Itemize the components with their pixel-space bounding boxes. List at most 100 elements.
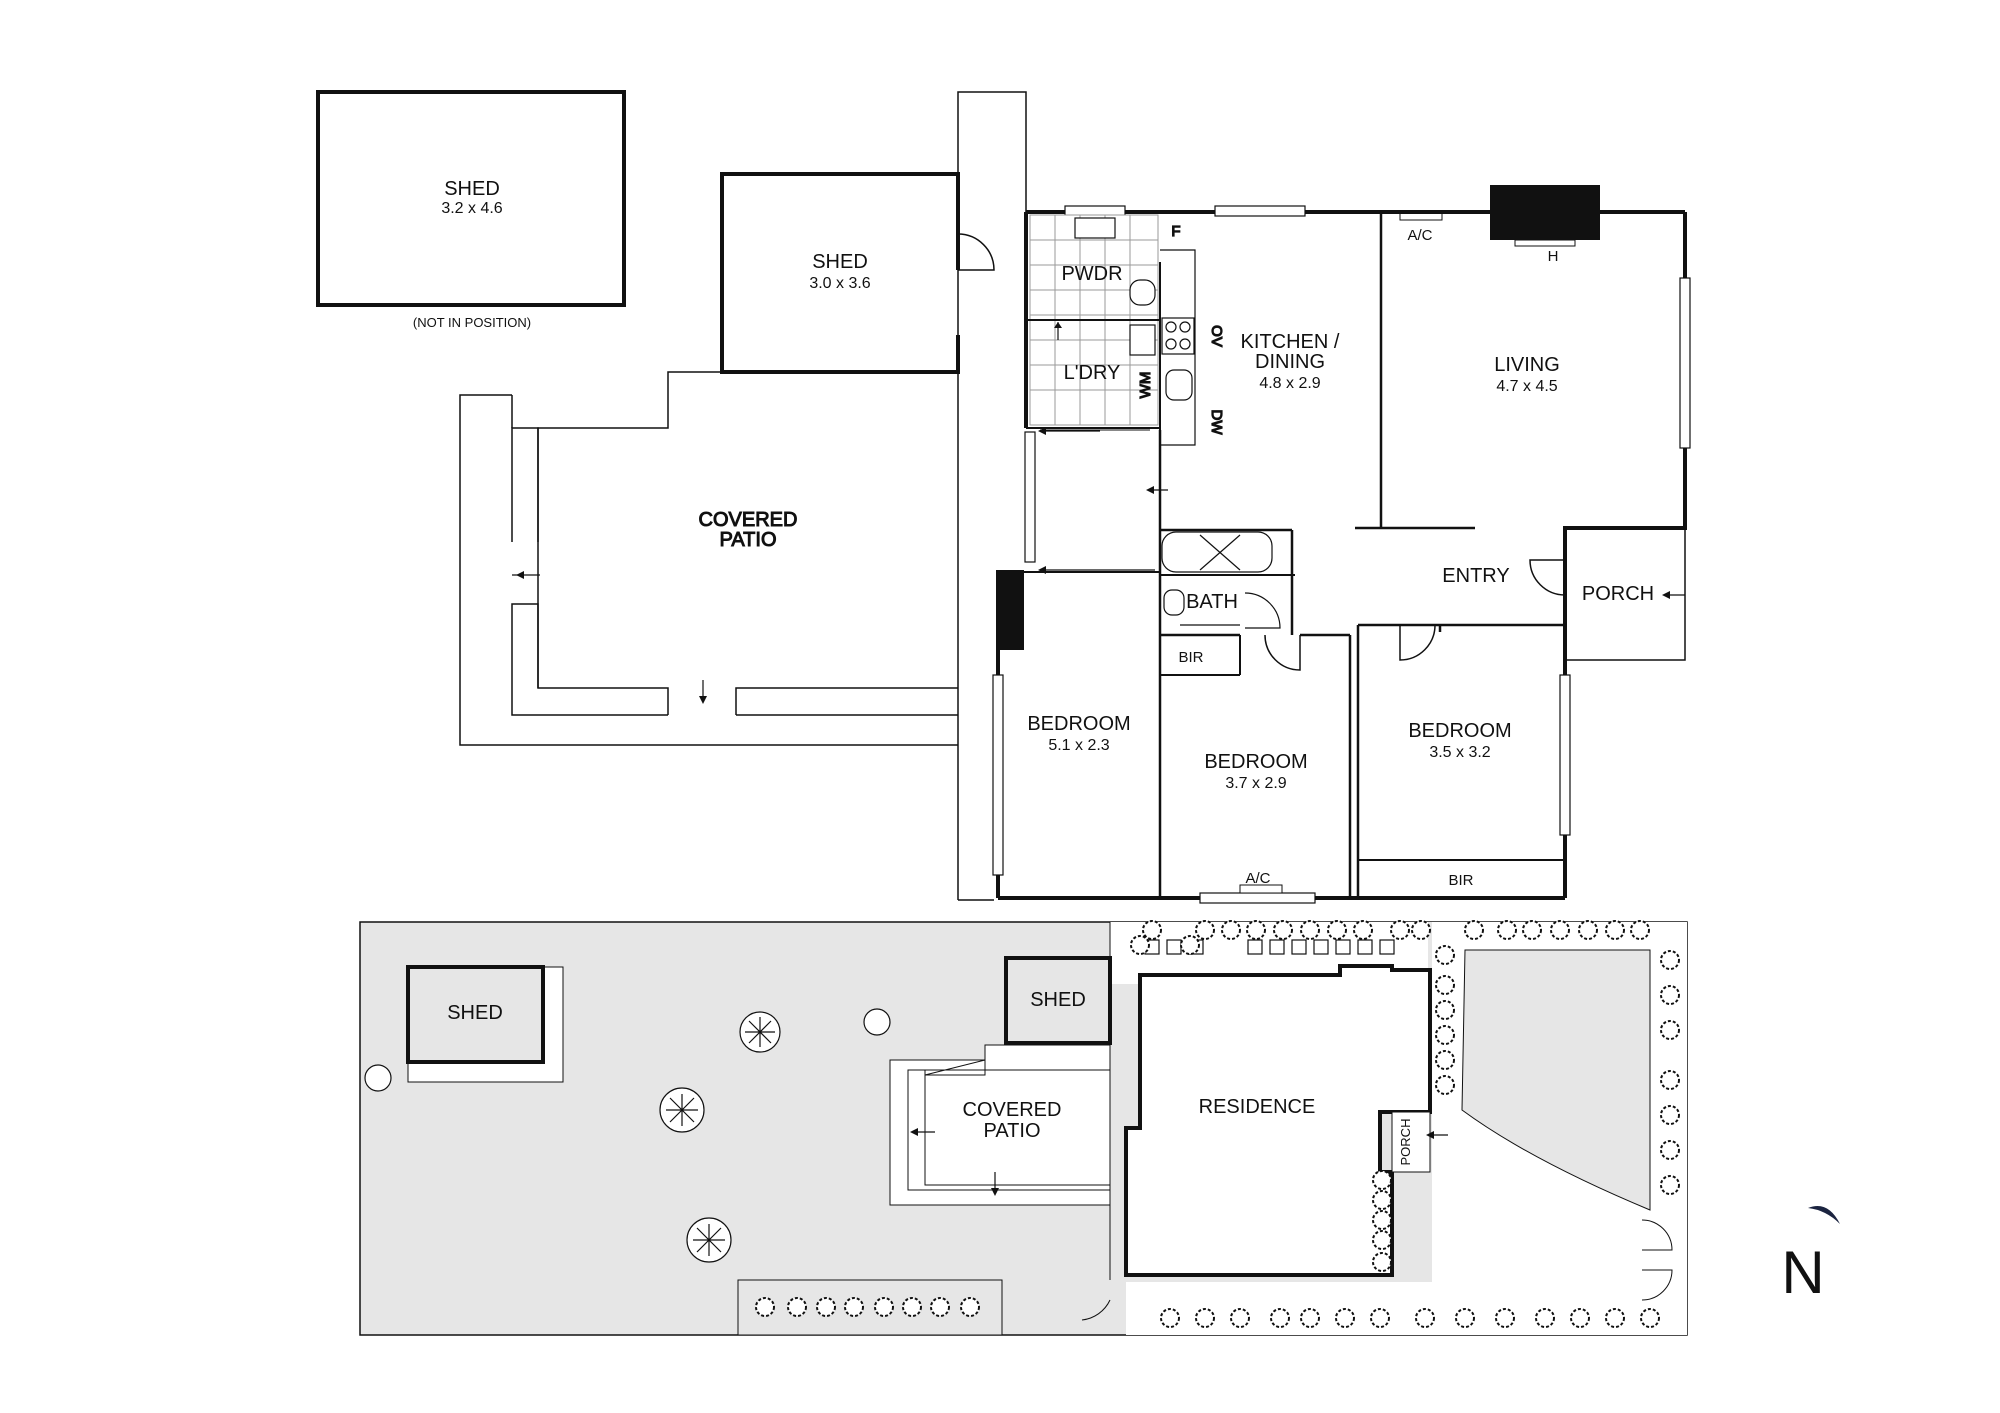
dw-label: DW [1208,410,1225,436]
shrub [1372,1170,1392,1190]
shrub [1630,920,1650,940]
bath-label: BATH [1186,591,1238,613]
shrub [1435,1025,1455,1045]
shrub [1230,1308,1250,1328]
shed-detached-dims: 3.2 x 4.6 [441,200,502,217]
shrub [1522,920,1542,940]
ac-north: A/C [1399,211,1443,244]
shrub [1160,1308,1180,1328]
shrub [1535,1308,1555,1328]
oven-label: OV [1208,325,1225,347]
laundry-label: L'DRY [1064,362,1121,384]
site-porch-label: PORCH [1398,1119,1413,1166]
side-passage [957,91,1027,901]
shrub [1660,1020,1680,1040]
shrub [1660,1140,1680,1160]
shrub [930,1297,950,1317]
site-covered-patio-label-1: COVERED [963,1099,1062,1121]
shrub [1605,920,1625,940]
shrub [1660,1070,1680,1090]
shrub [1390,920,1410,940]
ac-south-label: A/C [1245,870,1270,887]
shrub [1415,1308,1435,1328]
shrub [1142,920,1162,940]
shrub [1180,935,1200,955]
shrub [1372,1190,1392,1210]
shrub [1570,1308,1590,1328]
shrub [1660,1105,1680,1125]
shrub [1660,985,1680,1005]
bir-1-label: BIR [1178,649,1203,666]
living-label: LIVING [1494,354,1560,376]
shrub [844,1297,864,1317]
shrub [1497,920,1517,940]
shrub [1660,1175,1680,1195]
bir-2-label: BIR [1448,872,1473,889]
bedroom-2-dims: 3.7 x 2.9 [1225,775,1286,792]
bedroom-2-label: BEDROOM [1204,751,1307,773]
site-shed-2-label: SHED [1030,989,1086,1011]
site-shed-1-label: SHED [447,1002,503,1024]
shrub [874,1297,894,1317]
shrub [1353,920,1373,940]
shrub [1605,1308,1625,1328]
not-in-position-note: (NOT IN POSITION) [413,315,531,330]
kitchen-dims: 4.8 x 2.9 [1259,375,1320,392]
shrub [1327,920,1347,940]
living-dims: 4.7 x 4.5 [1496,378,1557,395]
chimney-block [996,570,1024,650]
shrub [1372,1230,1392,1250]
shrub [960,1297,980,1317]
shrub [1300,1308,1320,1328]
shrub [1195,1308,1215,1328]
shrub [1195,920,1215,940]
shrub [1221,920,1241,940]
residence-label: RESIDENCE [1199,1096,1316,1118]
shrub [1640,1308,1660,1328]
shed-detached-label: SHED [444,178,500,200]
porch-label: PORCH [1582,583,1654,605]
entry-label: ENTRY [1442,565,1509,587]
shrubs [755,920,1680,1328]
trees [364,1008,891,1263]
bath [1161,531,1281,629]
covered-patio-label-2: PATIO [719,529,776,551]
kitchen-label-2: DINING [1255,351,1325,373]
shrub [1300,920,1320,940]
shrub [902,1297,922,1317]
ac-north-label: A/C [1407,227,1432,244]
covered-patio-label-1: COVERED [699,509,798,531]
bedroom-1-dims: 5.1 x 2.3 [1048,737,1109,754]
shrub [1435,945,1455,965]
pwdr-label: PWDR [1061,263,1122,285]
shrub [1273,920,1293,940]
heater-label: H [1548,248,1559,265]
shrub [1411,920,1431,940]
shrub [1372,1252,1392,1272]
shrub [816,1297,836,1317]
shrub [787,1297,807,1317]
wm-label: WM [1137,372,1154,399]
bedroom-1-label: BEDROOM [1027,713,1130,735]
shrub [1455,1308,1475,1328]
kitchen-label-1: KITCHEN / [1241,331,1340,353]
site-covered-patio-label-2: PATIO [983,1120,1040,1142]
compass-letter: N [1781,1239,1824,1306]
shrub [1270,1308,1290,1328]
shed-main: SHED 3.0 x 3.6 [720,172,995,374]
fridge-label: F [1171,223,1180,240]
shrub [1435,1000,1455,1020]
shrub [1372,1210,1392,1230]
entry [1264,526,1686,671]
shrub [1550,920,1570,940]
wet-area: PWDR L'DRY [1026,214,1160,431]
shed-main-dims: 3.0 x 3.6 [809,275,870,292]
ac-south: A/C [1239,870,1283,894]
north-compass: N [1781,1206,1840,1306]
bedroom-3-dims: 3.5 x 3.2 [1429,744,1490,761]
shrub [1495,1308,1515,1328]
kitchen-bench: OV WM DW F [1136,222,1226,446]
shrub [1435,1075,1455,1095]
shed-main-label: SHED [812,251,868,273]
site-plan: SHED SHED COVERED PATIO RESIDENCE PORCH [359,920,1688,1336]
